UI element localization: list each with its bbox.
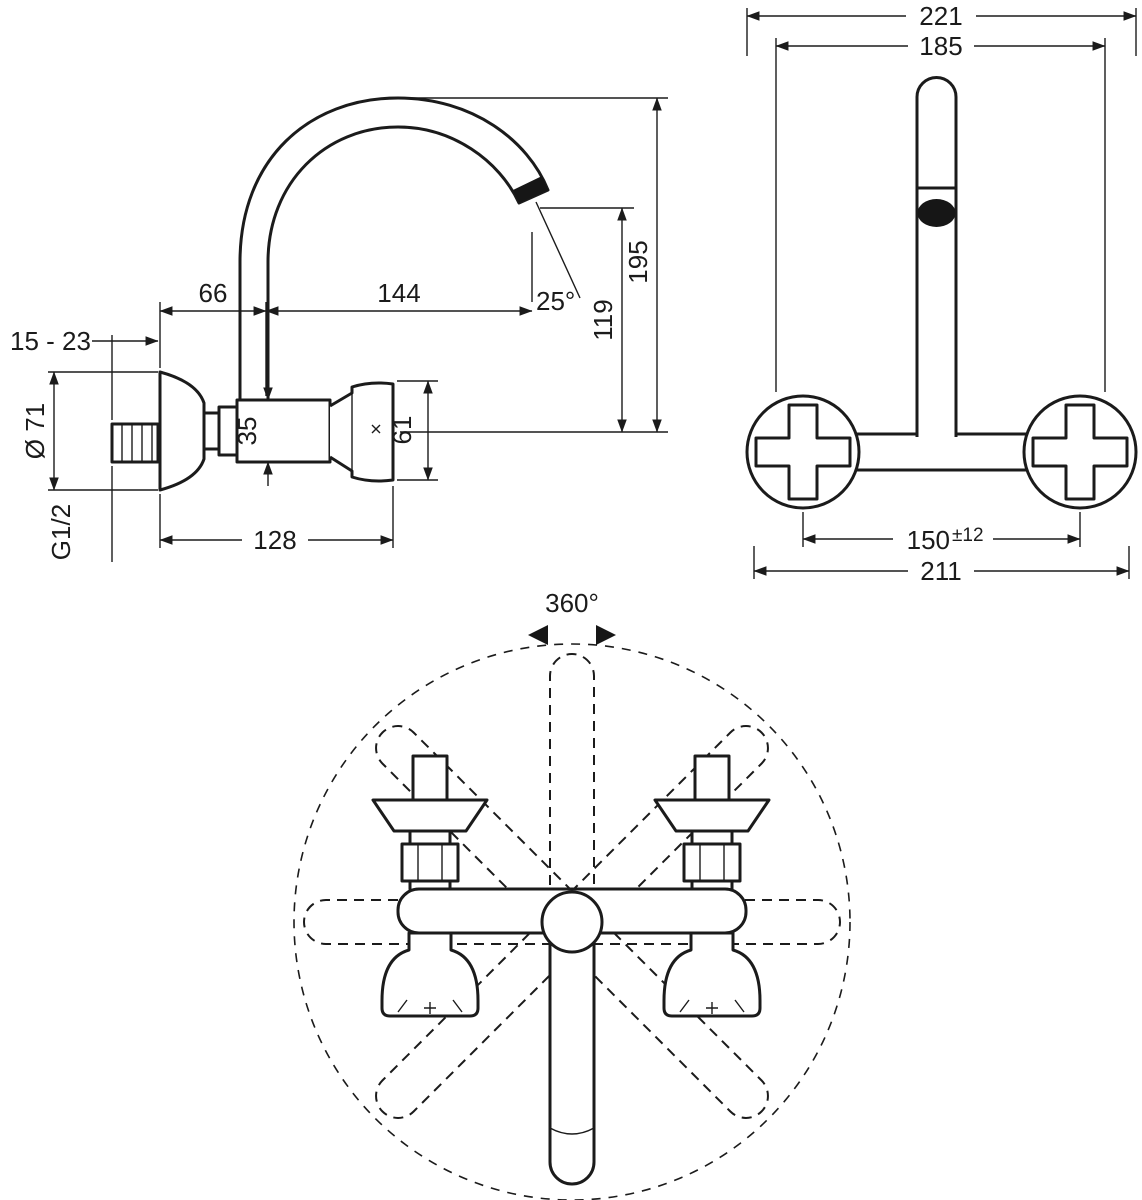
dim-body-span-label: 211 (920, 556, 961, 586)
side-view-dimensions: 15 - 23 66 144 25° 119 195 (10, 97, 668, 562)
front-view: 221 185 150 ±12 211 (745, 1, 1138, 586)
front-handle-right (1022, 394, 1138, 510)
cross-handle-icon (1031, 403, 1129, 501)
dim-total-height-label: 195 (623, 240, 653, 283)
dim-escutcheon-diameter-label: Ø 71 (20, 403, 50, 459)
dim-thread-label: G1/2 (46, 504, 76, 560)
dim-connection-tolerance-label: ±12 (952, 525, 984, 546)
dim-inner-width-label: 185 (919, 31, 962, 61)
side-view-faucet (110, 96, 550, 492)
side-view: 15 - 23 66 144 25° 119 195 (10, 96, 668, 562)
cross-handle-icon (754, 403, 852, 501)
spout-solid-position (548, 908, 596, 1186)
rotate-left-arrow-icon (528, 625, 548, 645)
dim-overall-width-label: 221 (919, 1, 962, 31)
top-handle-right (653, 754, 771, 1018)
front-view-dimensions: 221 185 150 ±12 211 (746, 1, 1137, 586)
dim-spout-angle-label: 25° (536, 286, 575, 316)
swivel-range-circle (293, 643, 851, 1200)
dim-wall-depth-label: 15 - 23 (10, 326, 91, 356)
tailpiece (110, 422, 160, 464)
adapter (202, 411, 221, 451)
handle-mark-icon (371, 424, 381, 434)
top-view: 360° (293, 588, 851, 1200)
dim-outlet-height-label: 119 (588, 299, 618, 340)
dim-swivel-range-label: 360° (545, 588, 599, 618)
dim-connection-centers-label: 150 (907, 525, 950, 555)
dim-handle-height-label: 61 (387, 416, 417, 445)
spout-outlet (917, 199, 956, 227)
swivel-arrows (528, 625, 616, 645)
dim-body-width-label: 128 (253, 525, 296, 555)
top-handle-left (371, 754, 489, 1018)
escutcheon (158, 370, 206, 492)
handle-profile (329, 381, 395, 483)
front-view-faucet (745, 76, 1138, 510)
dim-offset-label: 66 (199, 278, 228, 308)
spout-aerator (513, 176, 548, 203)
rotate-right-arrow-icon (596, 625, 616, 645)
spout-curve (238, 96, 550, 402)
dim-reach-label: 144 (377, 278, 420, 308)
front-handle-left (745, 394, 861, 510)
dim-body-height-label: 35 (232, 417, 262, 446)
spout-pivot (540, 890, 604, 954)
spout-front (915, 76, 958, 437)
